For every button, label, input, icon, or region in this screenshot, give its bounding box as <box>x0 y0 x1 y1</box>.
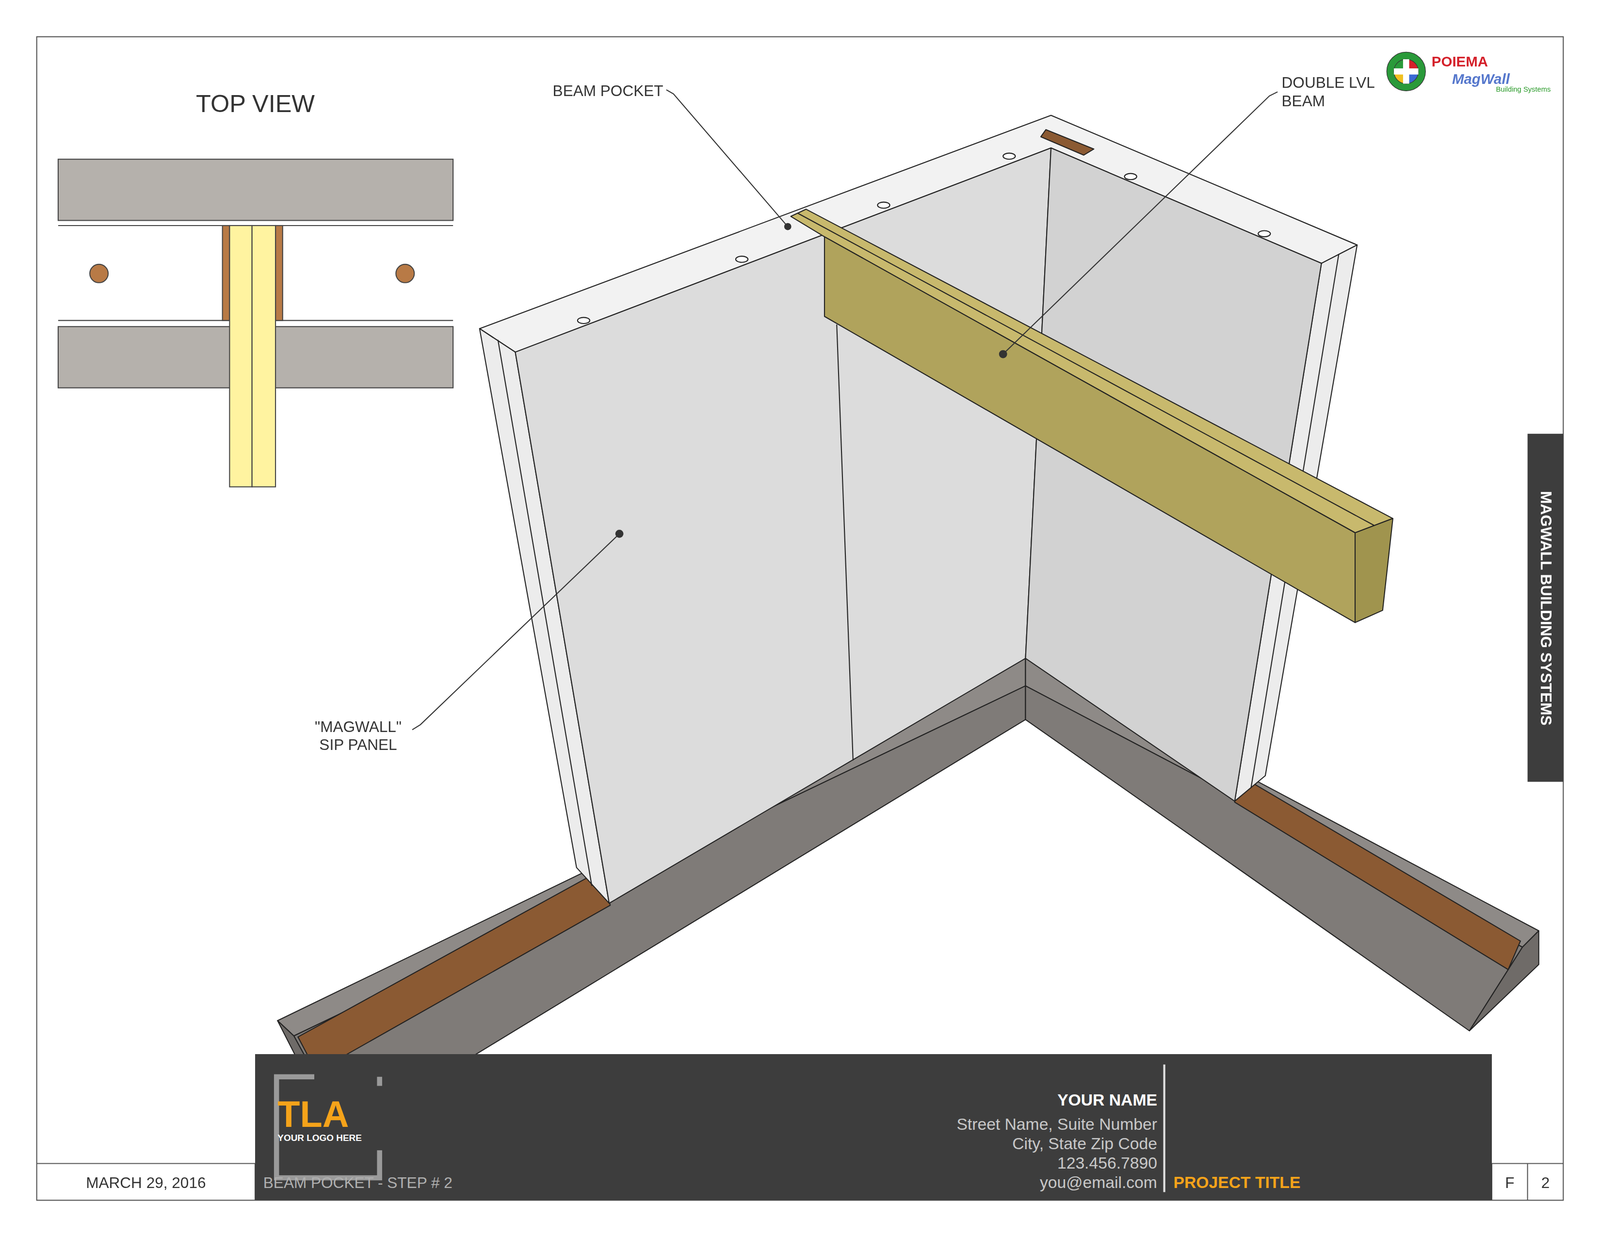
sill-plate <box>297 773 1521 1072</box>
node-text: TLA <box>277 1091 349 1136</box>
sheet-code: F <box>1491 1173 1528 1193</box>
node-text: YOUR NAME <box>1057 1089 1158 1110</box>
sheet-frame-part <box>36 36 1564 1201</box>
logo-box: TLAYOUR LOGO HERE <box>273 1073 383 1181</box>
top-view-section-part <box>89 264 109 283</box>
lvl-beam-part <box>797 213 1375 526</box>
leader-line-part <box>784 223 792 230</box>
sip-wall-part <box>498 339 593 887</box>
top-view-section-part <box>252 225 276 487</box>
node-text: PROJECT TITLE <box>1173 1172 1301 1192</box>
top-view-section-part <box>229 225 252 487</box>
top-view-section-part <box>58 159 453 221</box>
top-view-section <box>58 159 453 487</box>
leader-line-part <box>999 350 1007 358</box>
brand-logo <box>1386 51 1426 91</box>
leader-line-part <box>615 530 624 538</box>
sip-wall-part <box>1002 153 1016 160</box>
lvl-beam-part <box>1355 518 1393 623</box>
sip-wall-part <box>1040 129 1094 156</box>
leader-line-part <box>1002 91 1278 355</box>
side-tab: MAGWALL BUILDING SYSTEMS <box>1527 433 1564 782</box>
footing-part <box>1025 685 1523 1031</box>
leader-line-part <box>412 533 620 730</box>
callout-label: "MAGWALL" SIP PANEL <box>304 717 413 755</box>
brand-logo-part <box>1386 51 1426 91</box>
sheet-number: 2 <box>1527 1173 1564 1193</box>
sill-plate-part <box>1234 773 1521 970</box>
lvl-beam-part <box>791 209 1393 533</box>
brand-tagline: Building Systems <box>1495 85 1568 95</box>
view-title: TOP VIEW <box>195 89 401 120</box>
sip-wall-part <box>877 202 890 209</box>
lvl-beam <box>791 209 1393 623</box>
top-view-section-part <box>395 264 415 283</box>
node-text: MAGWALL BUILDING SYSTEMS <box>1535 490 1555 725</box>
sill-plate-part <box>297 869 611 1072</box>
sip-wall-part <box>1258 230 1271 237</box>
node-text: Street Name, Suite Number <box>956 1114 1157 1134</box>
divider-line <box>1163 1064 1166 1192</box>
sip-wall-part <box>515 147 1051 904</box>
sip-wall-part <box>1124 173 1137 180</box>
lvl-beam-part <box>824 236 1356 623</box>
logo-bracket-line <box>276 1076 380 1178</box>
sip-wall-part <box>577 317 590 324</box>
node-text: you@email.com <box>1039 1172 1158 1192</box>
node-text: YOUR LOGO HERE <box>277 1132 362 1144</box>
leader-line <box>412 89 1278 730</box>
callout-label: BEAM POCKET <box>459 81 664 100</box>
sip-wall-part <box>735 256 748 263</box>
brand-logo-part <box>1393 68 1419 75</box>
top-view-section-part <box>222 225 230 321</box>
brand-name: MagWall <box>1452 70 1534 88</box>
brand-name: POIEMA <box>1431 52 1524 70</box>
sip-wall-part <box>836 324 854 760</box>
date-cell: MARCH 29, 2016 <box>36 1173 256 1193</box>
sheet-frame <box>36 36 1564 1201</box>
top-view-section-part <box>275 225 283 321</box>
node-text: City, State Zip Code <box>1012 1133 1158 1153</box>
node-text: 123.456.7890 <box>1057 1152 1158 1173</box>
sheet-title: BEAM POCKET - STEP # 2 <box>263 1173 672 1193</box>
sip-wall <box>479 115 1358 904</box>
leader-line-part <box>666 89 788 227</box>
callout-label: DOUBLE LVL BEAM <box>1281 73 1400 111</box>
sheet-frame-part <box>1527 1163 1529 1201</box>
